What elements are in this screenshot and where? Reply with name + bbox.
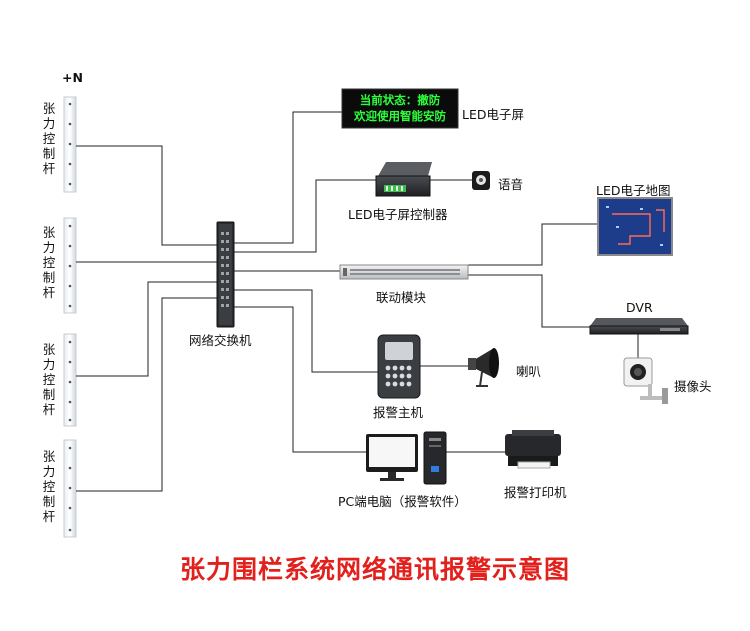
led-screen-label: LED电子屏 <box>462 107 524 122</box>
linkage-module-label: 联动模块 <box>376 290 427 305</box>
pole-2-label: 张力控制杆 <box>42 225 56 300</box>
led-map-label: LED电子地图 <box>596 183 671 198</box>
linkage-module <box>339 264 469 280</box>
line-pole1-switch <box>76 145 222 246</box>
horn-label: 喇叭 <box>516 364 542 379</box>
connection-lines <box>76 111 639 492</box>
alarm-host-label: 报警主机 <box>373 405 424 420</box>
line-linkage-dvr <box>468 274 590 328</box>
camera-label: 摄像头 <box>674 379 712 394</box>
led-screen-line-1: 当前状态：撤防 <box>359 93 441 107</box>
pole-1-label: 张力控制杆 <box>42 101 56 176</box>
pole-4-label: 张力控制杆 <box>42 449 56 524</box>
line-linkage-ledmap <box>468 223 598 266</box>
network-switch <box>216 221 235 328</box>
pole-1 <box>63 96 77 193</box>
dvr-label: DVR <box>626 300 653 315</box>
pc-label: PC端电脑（报警软件） <box>338 494 467 509</box>
line-switch-pc <box>234 306 366 453</box>
camera <box>623 357 668 404</box>
plus-n-label: +N <box>62 70 83 85</box>
voice-speaker <box>472 171 490 190</box>
pole-3 <box>63 333 77 427</box>
horn <box>468 348 499 387</box>
led-map <box>597 197 673 256</box>
pole-2 <box>63 217 77 314</box>
line-switch-ledscreen <box>234 111 342 244</box>
led-screen-line-2: 欢迎使用智能安防 <box>354 109 446 123</box>
line-switch-alarmhost <box>234 289 378 373</box>
led-controller-label: LED电子屏控制器 <box>348 207 448 222</box>
voice-label: 语音 <box>498 177 524 192</box>
diagram-title: 张力围栏系统网络通讯报警示意图 <box>179 555 570 584</box>
alarm-host <box>377 334 421 399</box>
led-controller <box>375 162 432 197</box>
line-pole3-switch <box>76 281 222 377</box>
led-screen-text: 当前状态：撤防 欢迎使用智能安防 <box>346 92 454 124</box>
printer-label: 报警打印机 <box>504 485 567 500</box>
pole-4 <box>63 439 77 538</box>
pole-3-label: 张力控制杆 <box>42 342 56 417</box>
printer <box>505 430 561 469</box>
line-switch-ledcontroller <box>234 179 376 253</box>
dvr <box>589 318 689 335</box>
pc <box>366 431 447 485</box>
line-pole4-switch <box>76 297 222 492</box>
switch-label: 网络交换机 <box>189 333 252 348</box>
led-screen <box>341 88 459 129</box>
